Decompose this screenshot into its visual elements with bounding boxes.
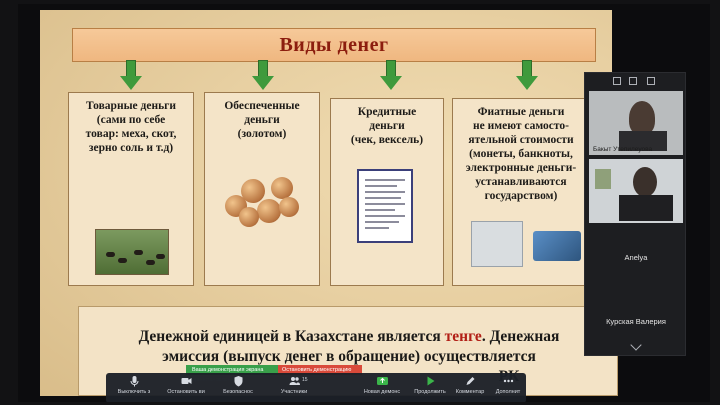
down-arrow-icon xyxy=(120,60,142,92)
down-arrow-icon xyxy=(252,60,274,92)
livestock-image xyxy=(95,229,169,275)
avatar xyxy=(619,131,667,151)
more-label: Дополнит xyxy=(495,389,521,395)
slide-title: Виды денег xyxy=(279,33,389,56)
box-text-line: электронные деньги- xyxy=(465,162,577,174)
security-button[interactable]: Безопаснос xyxy=(210,375,266,402)
pen-icon xyxy=(466,377,474,385)
bank-card-image xyxy=(533,231,581,261)
box-text-line: (сами по себе xyxy=(96,114,166,126)
stop-video-label: Остановить ви xyxy=(167,389,205,395)
currency-name: тенге xyxy=(444,328,482,345)
bottom-text-line-2: эмиссия (выпуск денег в обращение) осуще… xyxy=(162,348,536,365)
stop-share-button[interactable]: Остановить демонстрацию xyxy=(278,365,362,375)
panel-controls xyxy=(585,73,687,91)
slide-title-bar: Виды денег xyxy=(72,28,596,62)
box-text-line: Обеспеченные xyxy=(224,100,300,112)
box-text-line: ятельной стоимости xyxy=(468,134,574,146)
money-type-box-backed: Обеспеченные деньги (золотом) xyxy=(204,92,320,286)
bottom-text-part: Денежной единицей в Казахстане является xyxy=(138,328,445,345)
box-text-line: государством) xyxy=(484,190,558,202)
coins-image xyxy=(221,169,303,231)
money-type-box-fiat: Фиатные деньги не имеют самосто- ятельно… xyxy=(452,98,590,286)
annotate-label: Комментар xyxy=(455,389,485,395)
document-image xyxy=(357,169,413,243)
box-text-line: деньги xyxy=(369,120,405,132)
resume-button[interactable]: Продолжить xyxy=(402,375,458,402)
screen: Виды денег Товарные деньги (сами по себе… xyxy=(18,4,710,402)
participant-name-tile[interactable]: Anelya xyxy=(624,253,648,262)
background-object xyxy=(595,169,611,189)
security-label: Безопаснос xyxy=(223,389,253,395)
avatar xyxy=(629,101,655,135)
box-text-line: товар: меха, скот, xyxy=(85,128,177,140)
more-icon xyxy=(503,379,513,383)
box-text-line: Кредитные xyxy=(357,106,417,118)
money-type-box-credit: Кредитные деньги (чек, вексель) xyxy=(330,98,444,286)
box-text-line: Фиатные деньги xyxy=(477,106,565,118)
avatar xyxy=(619,195,673,221)
participant-video-tile[interactable]: Бакыт Утепилеуова xyxy=(589,91,683,155)
money-type-box-commodity: Товарные деньги (сами по себе товар: мех… xyxy=(68,92,194,286)
play-icon xyxy=(427,376,434,386)
box-text-line: устанавливаются xyxy=(475,176,567,188)
annotate-button[interactable]: Комментар xyxy=(442,375,498,402)
new-share-label: Новая демонс xyxy=(363,389,401,395)
meeting-toolbar: Выключить з Остановить ви Безопаснос 15 … xyxy=(106,373,526,402)
down-arrow-icon xyxy=(380,60,402,92)
box-text-line: (чек, вексель) xyxy=(350,134,424,146)
shield-icon xyxy=(234,376,242,387)
participants-panel: Бакыт Утепилеуова Anelya Курская Валерия xyxy=(584,72,686,356)
box-text-line: не имеют самосто- xyxy=(473,120,569,132)
down-arrow-icon xyxy=(516,60,538,92)
resume-label: Продолжить xyxy=(414,389,446,395)
minimize-icon[interactable] xyxy=(613,77,621,85)
grid-view-icon[interactable] xyxy=(629,77,637,85)
participants-label: Участники xyxy=(280,389,308,395)
chevron-down-icon[interactable] xyxy=(630,339,642,351)
banknotes-image xyxy=(471,221,523,267)
participant-video-tile[interactable] xyxy=(589,159,683,223)
new-share-button[interactable]: Новая демонс xyxy=(354,375,410,402)
stop-video-button[interactable]: Остановить ви xyxy=(158,375,214,402)
box-text-line: (золотом) xyxy=(237,128,287,140)
mute-button[interactable]: Выключить з xyxy=(106,375,162,402)
participants-count: 15 xyxy=(302,377,308,383)
presentation-slide: Виды денег Товарные деньги (сами по себе… xyxy=(40,10,618,396)
more-button[interactable]: Дополнит xyxy=(480,375,536,402)
box-text-line: деньги xyxy=(244,114,280,126)
share-screen-icon xyxy=(376,377,388,385)
participant-name-tile[interactable]: Курская Валерия xyxy=(606,317,666,326)
mute-label: Выключить з xyxy=(117,389,151,395)
box-text-line: (монеты, банкноты, xyxy=(469,148,573,160)
microphone-icon xyxy=(130,376,138,387)
bottom-text-part: . Денежная xyxy=(481,328,560,345)
participants-icon xyxy=(289,377,300,385)
participant-name: Бакыт Утепилеуова xyxy=(593,146,653,153)
participants-button[interactable]: 15 Участники xyxy=(266,375,322,402)
avatar xyxy=(633,167,657,197)
video-camera-icon xyxy=(181,378,191,384)
maximize-icon[interactable] xyxy=(647,77,655,85)
box-text-line: зерно соль и т.д) xyxy=(88,142,174,154)
box-text-line: Товарные деньги xyxy=(85,100,177,112)
